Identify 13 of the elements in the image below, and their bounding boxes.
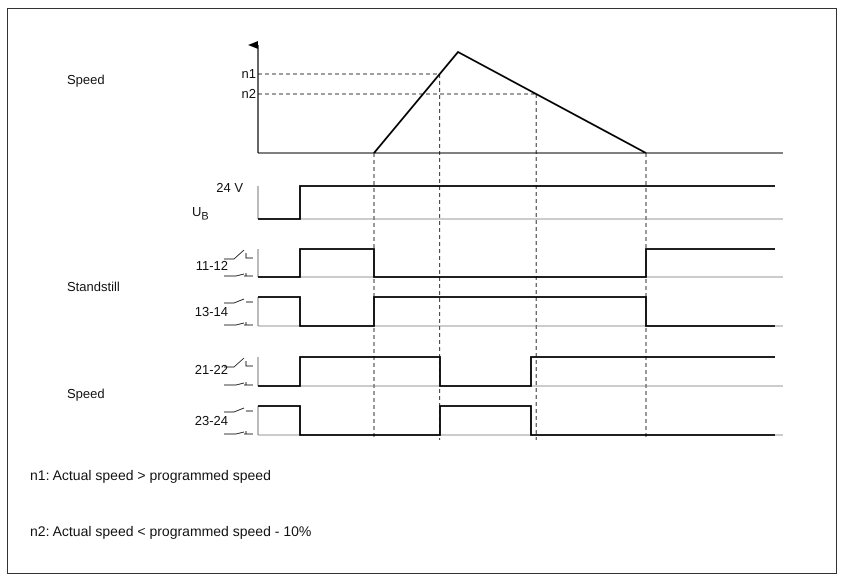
note-text: n1: Actual speed > programmed speed xyxy=(30,468,271,483)
tick-label: n2 xyxy=(242,86,256,101)
note-text: n2: Actual speed < programmed speed - 10% xyxy=(30,524,312,539)
group-label: Speed xyxy=(67,386,105,401)
axis-title: Speed xyxy=(67,72,105,87)
voltage-label: 24 V xyxy=(216,180,243,195)
contact-label: 21-22 xyxy=(194,362,228,377)
contact-label: 13-14 xyxy=(194,304,228,319)
contact-label: 11-12 xyxy=(196,258,228,273)
group-label: Standstill xyxy=(67,279,120,294)
tick-label: n1 xyxy=(242,66,256,81)
signal-name: U$_{B}$ xyxy=(192,204,209,225)
contact-label: 23-24 xyxy=(194,413,228,428)
